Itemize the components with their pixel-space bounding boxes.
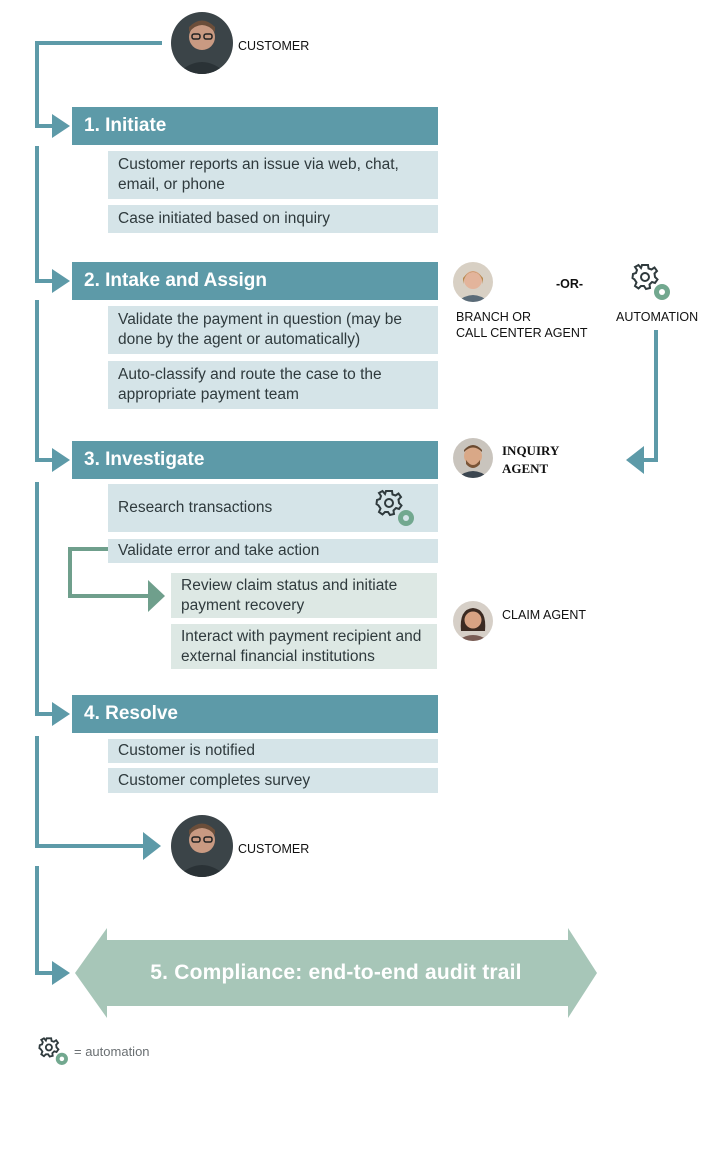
branch-agent-label-1: BRANCH OR bbox=[456, 310, 532, 324]
stage-investigate: 3. Investigate bbox=[72, 441, 438, 479]
claim-agent-text: CLAIM AGENT bbox=[502, 608, 587, 622]
legend-gear-icon bbox=[38, 1037, 68, 1065]
intake-item-validate: Validate the payment in question (may be… bbox=[108, 306, 438, 354]
automation-label: AUTOMATION bbox=[616, 310, 699, 324]
branch-agent-label-2: CALL CENTER AGENT bbox=[456, 326, 588, 340]
intake-item-classify: Auto-classify and route the case to the … bbox=[108, 361, 438, 409]
customer-avatar-top bbox=[171, 12, 233, 74]
stage-resolve: 4. Resolve bbox=[72, 695, 438, 733]
claim-item-interact: Interact with payment recipient and exte… bbox=[171, 624, 437, 669]
claim-agent-label: CLAIM AGENT bbox=[502, 607, 586, 623]
stage-initiate: 1. Initiate bbox=[72, 107, 438, 145]
legend-label: = automation bbox=[74, 1044, 150, 1059]
resolve-item-survey: Customer completes survey bbox=[108, 768, 438, 793]
branch-agent-avatar bbox=[453, 262, 493, 302]
investigate-item-validate: Validate error and take action bbox=[108, 539, 438, 563]
arrow-head-compliance bbox=[52, 961, 70, 985]
customer-avatar-bottom bbox=[171, 815, 233, 877]
connector-automation-to-investigate bbox=[644, 330, 658, 462]
customer-label-bottom: CUSTOMER bbox=[238, 842, 310, 856]
or-separator: -OR- bbox=[556, 277, 584, 291]
claim-agent-avatar bbox=[453, 601, 493, 641]
connector-customer-to-initiate bbox=[35, 41, 162, 128]
connector-initiate-to-intake bbox=[35, 146, 56, 283]
customer-label-top: CUSTOMER bbox=[238, 39, 310, 53]
arrow-head-investigate bbox=[52, 448, 70, 472]
inquiry-agent-label-2: AGENT bbox=[502, 461, 549, 476]
resolve-item-notified: Customer is notified bbox=[108, 739, 438, 763]
inquiry-agent-label-1: INQUIRY bbox=[502, 443, 560, 458]
arrow-head-customer-bottom bbox=[143, 832, 161, 860]
arrow-head-resolve bbox=[52, 702, 70, 726]
connector-validate-to-claim bbox=[68, 547, 148, 598]
arrow-head-initiate bbox=[52, 114, 70, 138]
compliance-banner bbox=[75, 928, 597, 1018]
inquiry-agent-avatar bbox=[453, 438, 493, 478]
stage-intake-assign: 2. Intake and Assign bbox=[72, 262, 438, 300]
connector-resolve-to-customer bbox=[35, 736, 143, 848]
compliance-title: 5. Compliance: end-to-end audit trail bbox=[150, 961, 522, 984]
investigate-item-research: Research transactions bbox=[108, 484, 438, 532]
initiate-item-report: Customer reports an issue via web, chat,… bbox=[108, 151, 438, 199]
arrow-head-automation bbox=[626, 446, 644, 474]
gear-pair-icon bbox=[631, 263, 670, 300]
arrow-head-claim bbox=[148, 580, 165, 612]
connector-to-compliance bbox=[35, 866, 56, 975]
connector-investigate-to-resolve bbox=[35, 482, 56, 716]
claim-item-review: Review claim status and initiate payment… bbox=[171, 573, 437, 618]
research-label: Research transactions bbox=[118, 499, 273, 516]
connector-intake-to-investigate bbox=[35, 300, 56, 462]
arrow-head-intake bbox=[52, 269, 70, 293]
gear-pair-icon-research bbox=[375, 489, 414, 526]
initiate-item-case: Case initiated based on inquiry bbox=[108, 205, 438, 233]
